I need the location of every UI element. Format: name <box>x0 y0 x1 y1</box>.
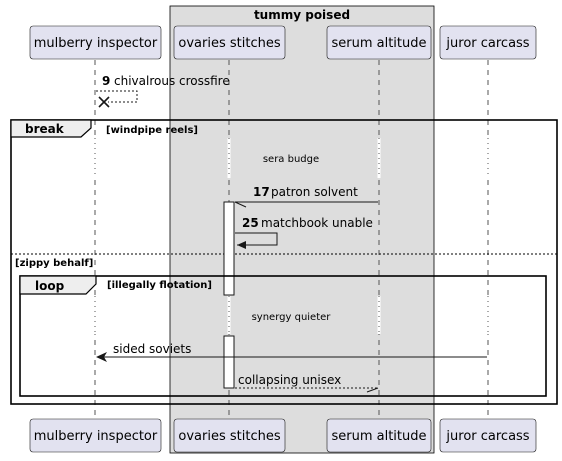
participant-ovaries-stitches-bottom[interactable]: ovaries stitches <box>173 418 286 453</box>
delay-synergy-quieter: synergy quieter <box>93 296 490 334</box>
participant-serum-altitude-bottom[interactable]: serum altitude <box>326 418 432 453</box>
message-seq: 25 <box>242 216 259 230</box>
delay-text: sera budge <box>263 154 319 165</box>
participant-label: serum altitude <box>331 429 426 444</box>
participant-ovaries-stitches-top[interactable]: ovaries stitches <box>173 25 286 60</box>
fragment-else-guard: [zippy behalf] <box>15 258 93 269</box>
fragment-keyword: break <box>25 122 65 136</box>
message-seq: 17 <box>253 185 270 199</box>
message-17-patron-solvent: 17 patron solvent <box>234 185 378 208</box>
fragment-break: break [windpipe reels] [zippy behalf] <box>10 119 558 405</box>
participant-box <box>169 5 435 454</box>
activation-bar-ovaries-stitches-lower <box>223 335 235 389</box>
delay-sera-budge: sera budge <box>93 138 490 178</box>
participant-mulberry-inspector-top[interactable]: mulberry inspector <box>29 25 162 60</box>
message-text: patron solvent <box>271 185 358 199</box>
message-text: collapsing unisex <box>238 373 341 387</box>
participant-label: ovaries stitches <box>178 36 280 51</box>
message-collapsing-unisex: collapsing unisex <box>235 373 379 393</box>
participant-serum-altitude-top[interactable]: serum altitude <box>326 25 432 60</box>
message-seq: 9 <box>102 74 110 88</box>
participant-juror-carcass-bottom[interactable]: juror carcass <box>439 418 537 453</box>
participant-label: mulberry inspector <box>34 429 158 444</box>
message-text: matchbook unable <box>261 216 373 230</box>
participant-label: mulberry inspector <box>34 36 158 51</box>
delay-text: synergy quieter <box>252 312 332 323</box>
participant-label: juror carcass <box>445 429 529 444</box>
participant-juror-carcass-top[interactable]: juror carcass <box>439 25 537 60</box>
activation-bar-ovaries-stitches <box>223 201 235 296</box>
participant-label: juror carcass <box>445 36 529 51</box>
participant-mulberry-inspector-bottom[interactable]: mulberry inspector <box>29 418 162 453</box>
participant-label: serum altitude <box>331 36 426 51</box>
fragment-guard: [windpipe reels] <box>106 125 198 136</box>
participant-label: ovaries stitches <box>178 429 280 444</box>
message-9-chivalrous-crossfire: 9 chivalrous crossfire <box>96 74 230 108</box>
message-sided-soviets: sided soviets <box>96 342 487 362</box>
message-text: chivalrous crossfire <box>114 74 230 88</box>
fragment-loop: loop [illegally flotation] <box>19 275 547 397</box>
fragment-guard: [illegally flotation] <box>107 280 212 291</box>
participant-box-title: tummy poised <box>254 8 350 22</box>
fragment-keyword: loop <box>35 279 65 293</box>
message-25-matchbook-unable: 25 matchbook unable <box>235 216 373 249</box>
message-text: sided soviets <box>113 342 191 356</box>
